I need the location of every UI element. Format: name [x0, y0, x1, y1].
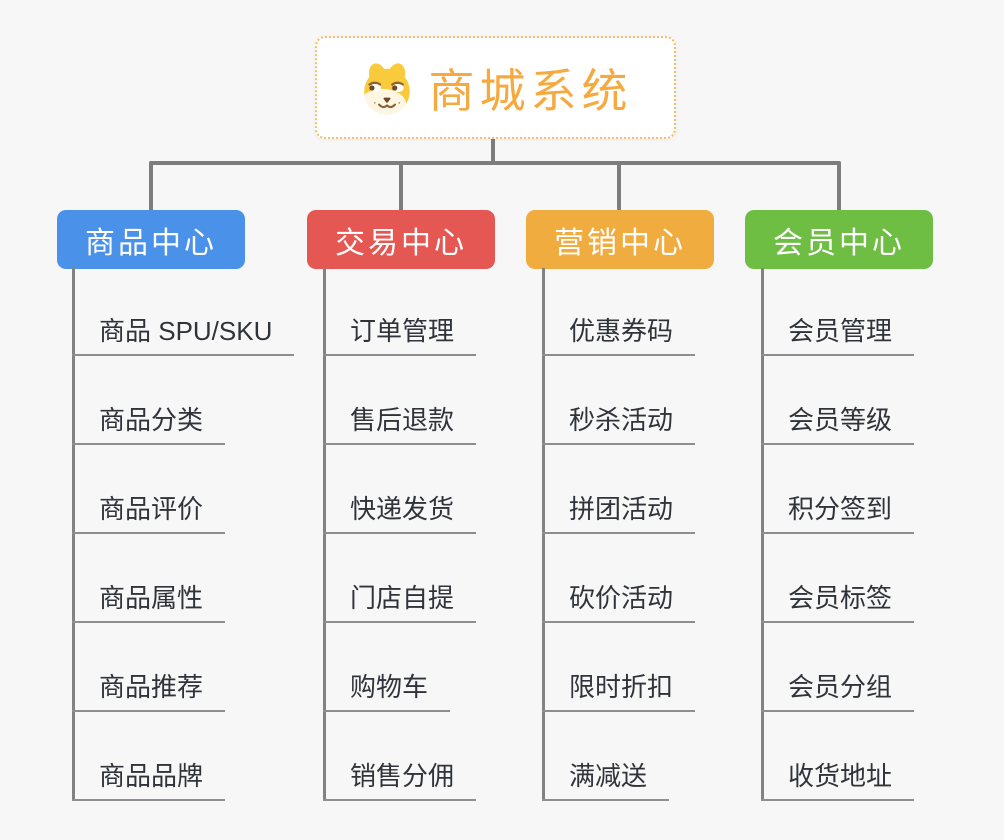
leaf-item[interactable]: 购物车: [323, 672, 451, 712]
branch-spine-marketing-center: [542, 268, 545, 801]
leaf-item[interactable]: 会员管理: [761, 316, 915, 356]
leaf-item[interactable]: 商品分类: [72, 405, 226, 445]
leaf-item[interactable]: 商品品牌: [72, 761, 226, 801]
branch-node-marketing-center[interactable]: 营销中心: [526, 210, 714, 269]
root-node[interactable]: 商城系统: [315, 36, 676, 139]
leaf-item[interactable]: 会员分组: [761, 672, 915, 712]
leaf-item[interactable]: 秒杀活动: [542, 405, 696, 445]
leaf-item[interactable]: 门店自提: [323, 583, 477, 623]
leaf-item[interactable]: 限时折扣: [542, 672, 696, 712]
connector-drop-product-center: [149, 161, 153, 212]
leaf-item[interactable]: 商品 SPU/SKU: [72, 316, 295, 356]
leaf-item[interactable]: 积分签到: [761, 494, 915, 534]
connector-drop-member-center: [837, 161, 841, 212]
leaf-item[interactable]: 收货地址: [761, 761, 915, 801]
leaf-item[interactable]: 会员标签: [761, 583, 915, 623]
branch-spine-member-center: [761, 268, 764, 801]
branch-node-member-center[interactable]: 会员中心: [745, 210, 933, 269]
branch-spine-product-center: [72, 268, 75, 801]
leaf-item[interactable]: 商品评价: [72, 494, 226, 534]
leaf-item[interactable]: 销售分佣: [323, 761, 477, 801]
shiba-dog-icon: [363, 62, 410, 114]
leaf-item[interactable]: 砍价活动: [542, 583, 696, 623]
leaf-item[interactable]: 会员等级: [761, 405, 915, 445]
branch-node-product-center[interactable]: 商品中心: [57, 210, 245, 269]
connector-drop-trade-center: [399, 161, 403, 212]
leaf-item[interactable]: 满减送: [542, 761, 670, 801]
branch-node-trade-center[interactable]: 交易中心: [307, 210, 495, 269]
root-title: 商城系统: [428, 64, 633, 117]
leaf-item[interactable]: 售后退款: [323, 405, 477, 445]
leaf-item[interactable]: 订单管理: [323, 316, 477, 356]
leaf-item[interactable]: 商品推荐: [72, 672, 226, 712]
leaf-item[interactable]: 拼团活动: [542, 494, 696, 534]
leaf-item[interactable]: 优惠券码: [542, 316, 696, 356]
leaf-item[interactable]: 商品属性: [72, 583, 226, 623]
branch-spine-trade-center: [323, 268, 326, 801]
connector-horizontal-bar: [149, 161, 841, 165]
connector-root-stub: [491, 138, 495, 165]
leaf-item[interactable]: 快递发货: [323, 494, 477, 534]
connector-drop-marketing-center: [617, 161, 621, 212]
